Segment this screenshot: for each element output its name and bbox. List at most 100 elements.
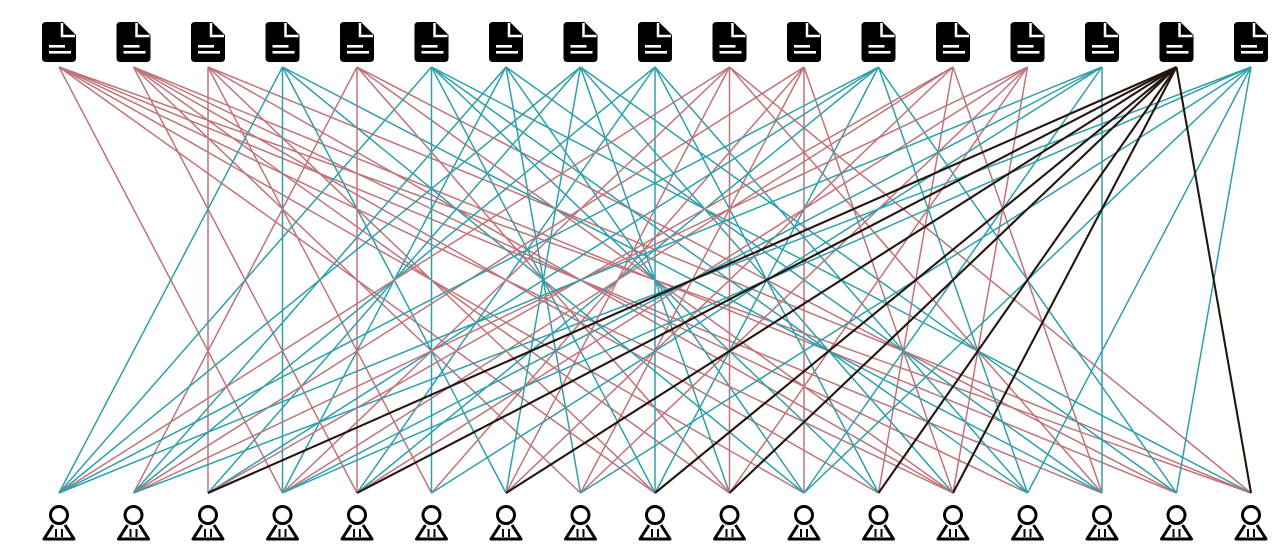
document-fold bbox=[358, 23, 373, 38]
document-icon[interactable] bbox=[638, 22, 672, 62]
document-icon[interactable] bbox=[563, 22, 598, 62]
user-icon[interactable] bbox=[564, 505, 597, 541]
user-body bbox=[340, 524, 374, 541]
user-icon[interactable] bbox=[713, 505, 746, 541]
document-icon[interactable] bbox=[1010, 22, 1045, 62]
document-body bbox=[1159, 22, 1194, 62]
user-icon[interactable] bbox=[1085, 505, 1119, 541]
user-icon[interactable] bbox=[862, 505, 895, 541]
user-icon[interactable] bbox=[489, 505, 523, 541]
document-icon[interactable] bbox=[116, 22, 151, 62]
user-head bbox=[123, 505, 144, 525]
user-body bbox=[1085, 524, 1119, 541]
user-icon[interactable] bbox=[936, 505, 970, 541]
document-icon[interactable] bbox=[787, 22, 821, 62]
document-body bbox=[787, 22, 821, 62]
user-icon[interactable] bbox=[1234, 505, 1268, 541]
edge bbox=[728, 66, 1029, 494]
document-icon[interactable] bbox=[1234, 22, 1268, 62]
document-fold bbox=[507, 23, 522, 38]
document-text-line bbox=[943, 51, 965, 54]
user-icon[interactable] bbox=[1160, 505, 1193, 541]
user-icon[interactable] bbox=[117, 505, 150, 541]
user-icon[interactable] bbox=[42, 505, 76, 541]
document-body bbox=[1010, 22, 1045, 62]
document-icon[interactable] bbox=[1085, 22, 1119, 62]
document-text-line bbox=[645, 51, 667, 54]
document-icon[interactable] bbox=[191, 22, 225, 62]
document-text-line bbox=[570, 45, 587, 48]
user-head bbox=[719, 505, 740, 525]
document-body bbox=[191, 22, 225, 62]
document-fold bbox=[731, 23, 746, 38]
document-icon[interactable] bbox=[414, 22, 449, 62]
user-head bbox=[1241, 505, 1261, 525]
edge bbox=[579, 66, 1029, 494]
highlighted-edge bbox=[728, 66, 1178, 494]
user-icon[interactable] bbox=[638, 505, 672, 541]
user-collar bbox=[1172, 529, 1181, 537]
user-head bbox=[347, 505, 367, 525]
user-icon[interactable] bbox=[266, 505, 299, 541]
document-text-line bbox=[570, 51, 593, 54]
document-fold bbox=[1252, 23, 1267, 38]
document-icon[interactable] bbox=[265, 22, 300, 62]
user-icon[interactable] bbox=[340, 505, 374, 541]
user-icon[interactable] bbox=[415, 505, 448, 541]
document-text-line bbox=[794, 51, 816, 54]
document-icon[interactable] bbox=[936, 22, 970, 62]
user-collar bbox=[204, 529, 212, 537]
user-body bbox=[787, 524, 821, 541]
user-icon[interactable] bbox=[191, 505, 225, 541]
document-text-line bbox=[347, 45, 363, 48]
document-text-line bbox=[49, 51, 71, 54]
user-body bbox=[1234, 524, 1268, 541]
user-icon[interactable] bbox=[787, 505, 821, 541]
document-icon[interactable] bbox=[340, 22, 374, 62]
document-text-line bbox=[496, 45, 512, 48]
document-text-line bbox=[1166, 45, 1183, 48]
user-collar bbox=[55, 529, 63, 537]
document-icon[interactable] bbox=[489, 22, 523, 62]
document-text-line bbox=[123, 45, 140, 48]
user-body bbox=[936, 524, 970, 541]
document-icon[interactable] bbox=[42, 22, 76, 62]
user-head bbox=[496, 505, 516, 525]
document-body bbox=[489, 22, 523, 62]
edge bbox=[58, 66, 730, 494]
document-text-line bbox=[198, 45, 214, 48]
document-icon[interactable] bbox=[1159, 22, 1194, 62]
document-icon[interactable] bbox=[712, 22, 747, 62]
edge bbox=[281, 66, 731, 494]
document-fold bbox=[1103, 23, 1118, 38]
document-text-line bbox=[1017, 45, 1034, 48]
user-icon[interactable] bbox=[1011, 505, 1044, 541]
highlighted-edge bbox=[952, 66, 1178, 494]
document-body bbox=[265, 22, 300, 62]
user-body bbox=[862, 524, 895, 541]
document-text-line bbox=[1241, 51, 1263, 54]
highlighted-edge bbox=[1175, 66, 1253, 494]
document-body bbox=[563, 22, 598, 62]
document-text-line bbox=[1092, 45, 1108, 48]
edge bbox=[952, 66, 1029, 494]
document-text-line bbox=[1241, 45, 1257, 48]
edge bbox=[58, 66, 284, 494]
document-fold bbox=[60, 23, 75, 38]
document-fold bbox=[880, 23, 895, 38]
user-collar bbox=[725, 529, 734, 537]
user-body bbox=[1160, 524, 1193, 541]
user-body bbox=[117, 524, 150, 541]
document-text-line bbox=[421, 45, 438, 48]
highlighted-edge bbox=[207, 66, 1177, 494]
document-body bbox=[1234, 22, 1268, 62]
document-body bbox=[1085, 22, 1119, 62]
edge bbox=[58, 66, 1103, 494]
document-body bbox=[638, 22, 672, 62]
highlighted-edges-layer bbox=[207, 66, 1253, 494]
document-body bbox=[861, 22, 896, 62]
document-text-line bbox=[1017, 51, 1040, 54]
document-icon[interactable] bbox=[861, 22, 896, 62]
document-fold bbox=[656, 23, 671, 38]
document-body bbox=[116, 22, 151, 62]
